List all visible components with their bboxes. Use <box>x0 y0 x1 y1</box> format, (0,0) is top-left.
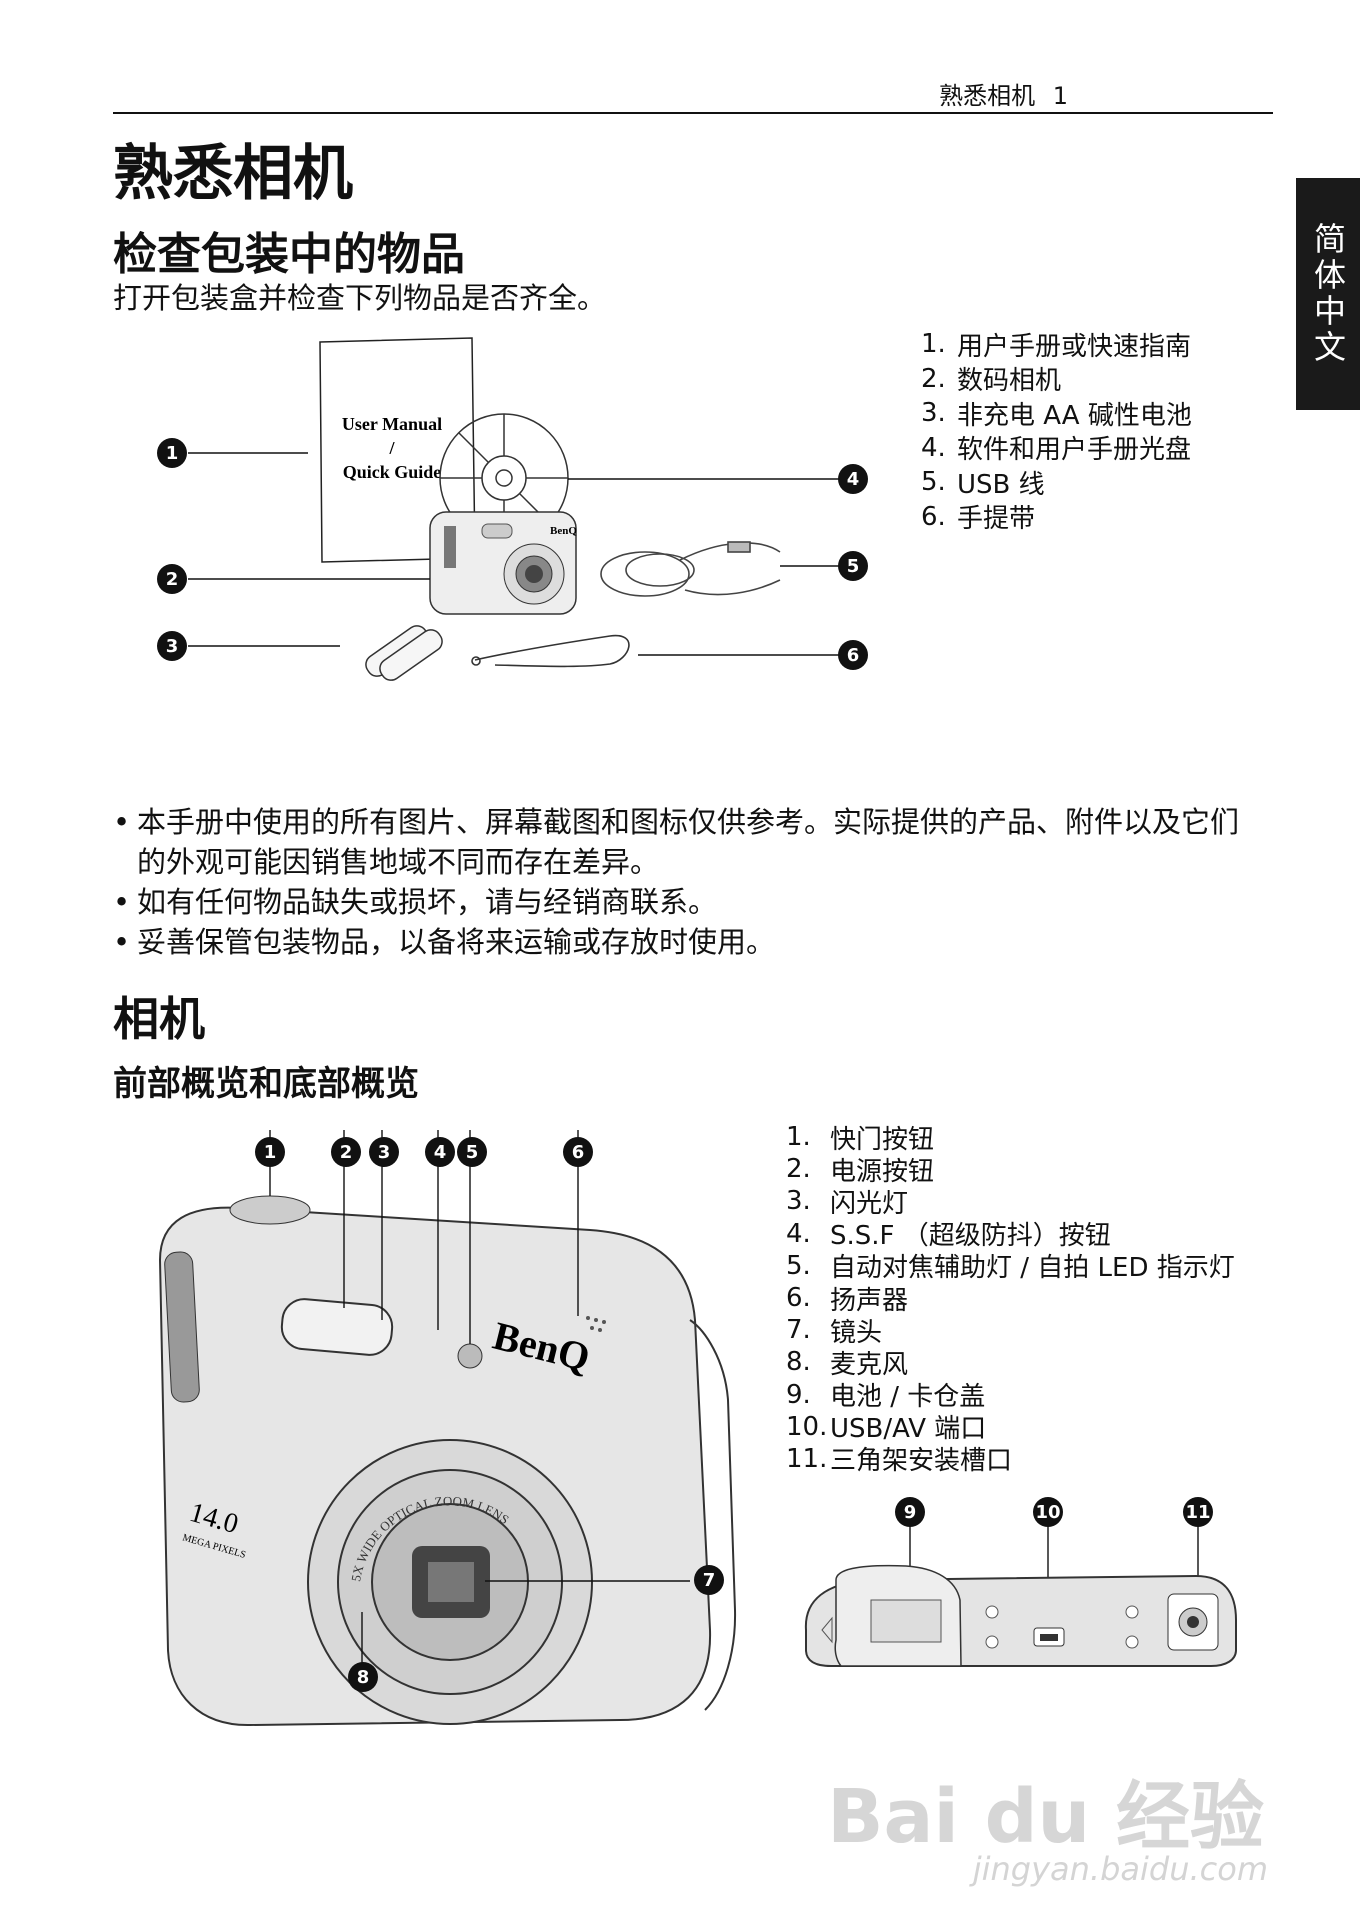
strap-illustration <box>472 636 629 667</box>
front-bottom-overview-heading: 前部概览和底部概览 <box>113 1056 419 1105</box>
front-callout-8: 8 <box>348 1662 378 1692</box>
running-title: 熟悉相机 <box>939 82 1035 110</box>
shutter-button-shape <box>230 1196 310 1224</box>
bottom-callout-9: 9 <box>895 1497 925 1527</box>
page-title: 熟悉相机 <box>113 125 353 212</box>
list-item: 5.USB 线 <box>921 465 1192 500</box>
camera-parts-list: 1.快门按钮 2.电源按钮 3.闪光灯 4.S.S.F （超级防抖）按钮 5.自… <box>786 1121 1235 1475</box>
list-item: 8.麦克风 <box>786 1346 1235 1378</box>
header-rule <box>113 112 1273 114</box>
running-header: 熟悉相机 1 <box>939 76 1068 111</box>
notes-list: 本手册中使用的所有图片、屏幕截图和图标仅供参考。实际提供的产品、附件以及它们的外… <box>113 802 1263 962</box>
page-number: 1 <box>1053 82 1068 110</box>
manual-label-line2: / <box>388 438 395 458</box>
list-item: 9.电池 / 卡仓盖 <box>786 1379 1235 1411</box>
camera-small-illustration: BenQ <box>430 512 577 614</box>
list-item: 4.S.S.F （超级防抖）按钮 <box>786 1218 1235 1250</box>
list-item: 2.电源按钮 <box>786 1153 1235 1185</box>
list-item: 11.三角架安装槽口 <box>786 1443 1235 1475</box>
package-contents-list: 1.用户手册或快速指南 2.数码相机 3.非充电 AA 碱性电池 4.软件和用户… <box>921 327 1192 534</box>
batteries-illustration <box>362 622 446 684</box>
camera-bottom-illustration <box>796 1500 1246 1680</box>
list-item: 10.USB/AV 端口 <box>786 1411 1235 1443</box>
list-item: 1.快门按钮 <box>786 1121 1235 1153</box>
note-item: 如有任何物品缺失或损坏，请与经销商联系。 <box>113 882 1263 922</box>
callout-1: 1 <box>157 438 187 468</box>
check-contents-heading: 检查包装中的物品 <box>113 218 465 282</box>
list-item: 1.用户手册或快速指南 <box>921 327 1192 362</box>
language-tab: 简体中文 <box>1296 178 1360 410</box>
front-callout-3: 3 <box>369 1137 399 1167</box>
baidu-watermark-url: jingyan.baidu.com <box>973 1850 1268 1888</box>
front-callout-7: 7 <box>694 1565 724 1595</box>
package-contents-illustration: User Manual / Quick Guide BenQ <box>140 330 900 690</box>
list-item: 4.软件和用户手册光盘 <box>921 431 1192 466</box>
list-item: 3.闪光灯 <box>786 1185 1235 1217</box>
list-item: 7.镜头 <box>786 1314 1235 1346</box>
list-item: 6.扬声器 <box>786 1282 1235 1314</box>
bottom-callout-10: 10 <box>1033 1497 1063 1527</box>
front-callout-2: 2 <box>331 1137 361 1167</box>
check-contents-intro: 打开包装盒并检查下列物品是否齐全。 <box>113 275 606 317</box>
camera-heading: 相机 <box>113 983 205 1049</box>
callout-3: 3 <box>157 631 187 661</box>
callout-6: 6 <box>838 640 868 670</box>
small-camera-brand: BenQ <box>550 525 577 537</box>
front-callout-4: 4 <box>425 1137 455 1167</box>
callout-4: 4 <box>838 464 868 494</box>
list-item: 2.数码相机 <box>921 362 1192 397</box>
note-item: 妥善保管包装物品，以备将来运输或存放时使用。 <box>113 922 1263 962</box>
list-item: 6.手提带 <box>921 500 1192 535</box>
camera-front-illustration: BenQ 5X WIDE OPTICAL ZOOM LENS 14.0 MEGA… <box>130 1130 750 1770</box>
front-callout-5: 5 <box>457 1137 487 1167</box>
language-tab-label: 简体中文 <box>1305 222 1351 366</box>
list-item: 5.自动对焦辅助灯 / 自拍 LED 指示灯 <box>786 1250 1235 1282</box>
list-item: 3.非充电 AA 碱性电池 <box>921 396 1192 431</box>
usb-cable-illustration <box>601 542 780 596</box>
bottom-callout-11: 11 <box>1183 1497 1213 1527</box>
front-callout-6: 6 <box>563 1137 593 1167</box>
manual-label-line1: User Manual <box>342 414 442 434</box>
callout-5: 5 <box>838 551 868 581</box>
note-item: 本手册中使用的所有图片、屏幕截图和图标仅供参考。实际提供的产品、附件以及它们的外… <box>113 802 1263 882</box>
callout-2: 2 <box>157 564 187 594</box>
manual-label-line3: Quick Guide <box>343 462 442 482</box>
front-callout-1: 1 <box>255 1137 285 1167</box>
baidu-watermark-logo: Bai du 经验 <box>827 1757 1264 1864</box>
